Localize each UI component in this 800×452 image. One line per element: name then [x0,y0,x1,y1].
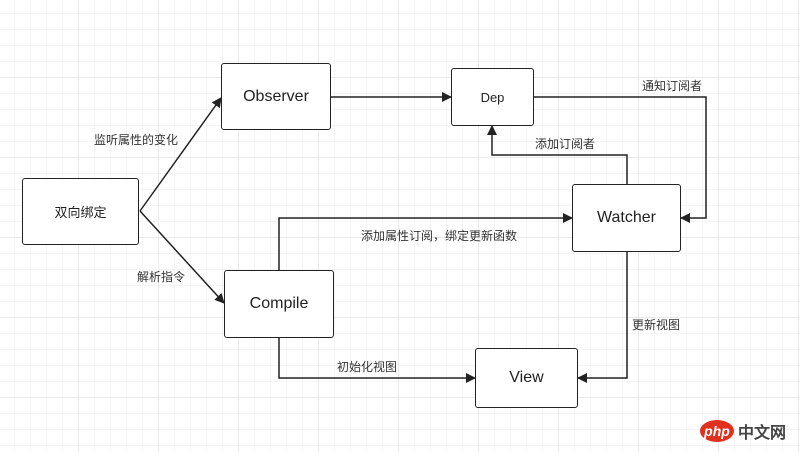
label-watcher-to-view: 更新视图 [632,318,681,332]
label-dep-to-watcher: 通知订阅者 [642,79,703,93]
edge-watcher-to-view [577,252,628,383]
edge-binding-to-observer [139,97,222,212]
watermark: php 中文网 [700,418,786,444]
label-binding-to-observer: 监听属性的变化 [94,133,179,147]
node-watcher: Watcher [572,184,681,252]
node-dep: Dep [451,68,534,126]
edge-compile-to-view [278,338,476,383]
node-observer: Observer [221,63,331,130]
edge-binding-to-compile [139,210,225,304]
label-watcher-to-dep: 添加订阅者 [535,137,596,151]
php-logo-icon: php [700,420,734,442]
node-view: View [475,348,578,408]
watermark-site-text: 中文网 [738,423,787,442]
label-compile-to-view: 初始化视图 [337,360,398,374]
label-compile-to-watcher: 添加属性订阅，绑定更新函数 [361,229,518,243]
node-compile: Compile [224,270,334,338]
edge-dep-to-watcher [534,96,707,223]
label-binding-to-compile: 解析指令 [137,270,186,284]
edge-watcher-to-dep [487,125,628,184]
node-binding: 双向绑定 [22,178,139,245]
edge-compile-to-watcher [278,213,573,270]
